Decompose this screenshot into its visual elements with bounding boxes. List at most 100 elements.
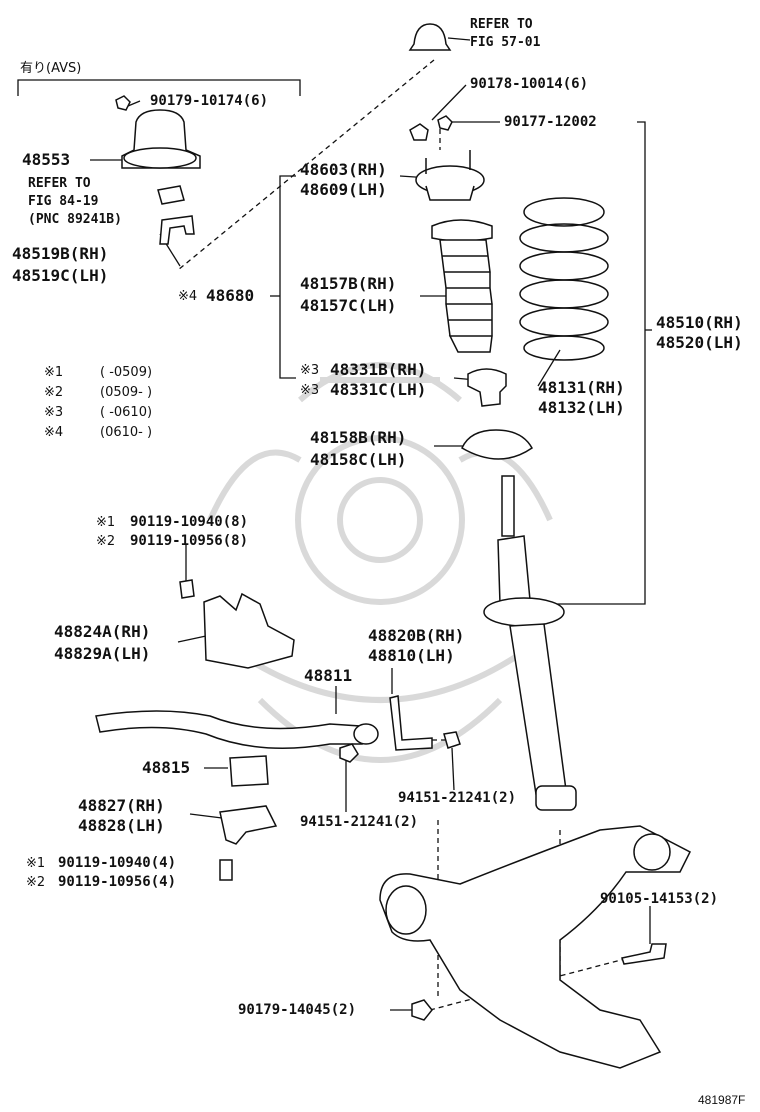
part-48811-label: 48811 xyxy=(304,666,353,685)
mount-stud xyxy=(425,150,471,174)
refer-fig-84-line1: REFER TO xyxy=(28,176,91,191)
part-48815-label: 48815 xyxy=(142,758,191,777)
note-mark-48680: ※4 xyxy=(178,289,198,304)
part-48510-label: 48510(RH) xyxy=(656,313,743,332)
bracket-48519-part xyxy=(159,215,195,245)
part-48519b-label: 48519B(RH) xyxy=(12,244,109,263)
note-2-mark: ※2 xyxy=(44,385,64,400)
bushing-bracket-part xyxy=(219,805,278,845)
stabilizer-bar-part xyxy=(95,710,363,749)
part-90179-10174-label: 90179-10174(6) xyxy=(150,93,269,109)
refer-fig-57-line1: REFER TO xyxy=(470,17,533,32)
upper-mount-body xyxy=(425,185,475,201)
note-mark-90119-4-a: ※1 xyxy=(26,856,46,871)
actuator-base-part xyxy=(123,147,197,169)
bolt-part xyxy=(179,579,195,599)
part-90119-10940-4-label: 90119-10940(4) xyxy=(58,855,177,871)
part-48820b-label: 48820B(RH) xyxy=(368,626,465,645)
part-48331b-label: 48331B(RH) xyxy=(330,360,427,379)
part-90177-label: 90177-12002 xyxy=(504,114,597,130)
note-3-range: ( -0610) xyxy=(100,405,153,420)
dashed-leader xyxy=(177,59,435,271)
part-48609-label: 48609(LH) xyxy=(300,180,387,199)
note-4-range: (0610- ) xyxy=(100,425,153,440)
bump-stopper-part xyxy=(467,368,507,407)
part-48603-label: 48603(RH) xyxy=(300,160,387,179)
part-48520-label: 48520(LH) xyxy=(656,333,743,352)
nut-part xyxy=(115,95,131,111)
refer-fig-84-line3: (PNC 89241B) xyxy=(28,212,122,227)
part-90119-10956-4-label: 90119-10956(4) xyxy=(58,874,177,890)
part-94151-b-label: 94151-21241(2) xyxy=(300,814,419,830)
note-3-mark: ※3 xyxy=(44,405,64,420)
part-48158b-label: 48158B(RH) xyxy=(310,428,407,447)
stabilizer-link-part xyxy=(389,695,433,751)
part-48331c-label: 48331C(LH) xyxy=(330,380,427,399)
note-mark-90119-8-b: ※2 xyxy=(96,534,116,549)
part-48157b-label: 48157B(RH) xyxy=(300,274,397,293)
part-48553-label: 48553 xyxy=(22,150,71,169)
bolt-part xyxy=(219,859,233,881)
note-mark-48331b: ※3 xyxy=(300,363,320,378)
refer-fig-84-line2: FIG 84-19 xyxy=(28,194,99,209)
arm-bolt-part xyxy=(621,943,667,965)
leader-line xyxy=(451,747,455,791)
watermark-emblem xyxy=(207,362,553,763)
refer-fig-57-line2: FIG 57-01 xyxy=(470,35,541,50)
avs-bracket-line xyxy=(17,79,301,96)
part-48157c-label: 48157C(LH) xyxy=(300,296,397,315)
note-mark-90119-8-a: ※1 xyxy=(96,515,116,530)
note-1-mark: ※1 xyxy=(44,365,64,380)
note-4-mark: ※4 xyxy=(44,425,64,440)
dust-boot-part xyxy=(431,219,493,242)
note-mark-48331c: ※3 xyxy=(300,383,320,398)
spring-seat-part xyxy=(461,429,533,460)
leader-line xyxy=(189,813,223,819)
group-bracket-48680 xyxy=(279,175,296,379)
note-2-range: (0509- ) xyxy=(100,385,153,400)
lower-arm-part xyxy=(379,825,692,1069)
coil-spring-part xyxy=(519,197,609,361)
part-48827-label: 48827(RH) xyxy=(78,796,165,815)
nut-part xyxy=(437,115,453,131)
group-bracket-48510 xyxy=(548,121,646,605)
shock-absorber-part xyxy=(483,475,577,811)
leader-line xyxy=(127,100,141,107)
part-48824a-label: 48824A(RH) xyxy=(54,622,151,641)
figure-number: 481987F xyxy=(698,1093,746,1107)
bracket-48824-part xyxy=(203,592,295,669)
note-mark-90119-4-b: ※2 xyxy=(26,875,46,890)
leader-line xyxy=(177,635,207,643)
part-94151-a-label: 94151-21241(2) xyxy=(398,790,517,806)
part-90119-10940-8-label: 90119-10940(8) xyxy=(130,514,249,530)
bushing-48815-part xyxy=(229,755,269,787)
stabilizer-bushing-part xyxy=(353,723,379,745)
dust-boot-bellows xyxy=(439,239,493,353)
part-48131-label: 48131(RH) xyxy=(538,378,625,397)
part-48810-label: 48810(LH) xyxy=(368,646,455,665)
part-48680-label: 48680 xyxy=(206,286,255,305)
part-90105-label: 90105-14153(2) xyxy=(600,891,719,907)
note-1-range: ( -0509) xyxy=(100,365,153,380)
part-48519c-label: 48519C(LH) xyxy=(12,266,109,285)
part-48828-label: 48828(LH) xyxy=(78,816,165,835)
leader-line xyxy=(447,37,471,41)
part-90119-10956-8-label: 90119-10956(8) xyxy=(130,533,249,549)
part-48829a-label: 48829A(LH) xyxy=(54,644,151,663)
link-nut-part xyxy=(339,743,359,763)
nut-part xyxy=(409,123,429,141)
part-90179-14045-label: 90179-14045(2) xyxy=(238,1002,357,1018)
leader-line xyxy=(537,349,561,387)
part-90178-label: 90178-10014(6) xyxy=(470,76,589,92)
upper-cap-part xyxy=(408,23,452,51)
part-48158c-label: 48158C(LH) xyxy=(310,450,407,469)
avs-header-label: 有り(AVS) xyxy=(20,61,82,76)
arm-nut-part xyxy=(411,999,433,1021)
leader-line xyxy=(431,84,467,121)
link-nut-part xyxy=(443,731,461,749)
arm-bushing-part xyxy=(385,885,427,935)
part-48132-label: 48132(LH) xyxy=(538,398,625,417)
connector-part xyxy=(157,185,185,205)
